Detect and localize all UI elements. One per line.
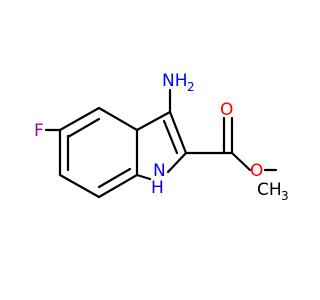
fluorine-label: F xyxy=(34,121,44,141)
ring-n-label: N xyxy=(153,161,166,181)
ring-h-label: H xyxy=(151,178,164,198)
ester-oxygen-label: O xyxy=(250,161,263,181)
molecule-diagram: F NH 2 N H O O CH 3 xyxy=(34,71,289,203)
methyl-subscript: 3 xyxy=(281,189,289,203)
bond-benzene-4-inner xyxy=(97,167,132,189)
bond-benzene-2 xyxy=(97,106,139,132)
amine-n-label: NH xyxy=(162,71,188,91)
structure-canvas: F NH 2 N H O O CH 3 xyxy=(34,71,289,203)
bond-benzene-5 xyxy=(58,173,101,199)
bond-c3a-c3 xyxy=(135,110,172,132)
carbonyl-oxygen-label: O xyxy=(220,100,233,120)
bond-benzene-1-inner xyxy=(66,117,101,139)
bond-n1-c7a xyxy=(135,173,152,181)
amine-subscript: 2 xyxy=(187,80,195,94)
bond-carbonyl-ester-o xyxy=(230,151,252,172)
bond-c3-c2-inner xyxy=(162,119,179,155)
methyl-label: CH xyxy=(257,180,282,200)
bond-c3-c2 xyxy=(168,110,188,155)
bond-benzene-4 xyxy=(97,173,139,199)
bond-c2-n1 xyxy=(166,151,188,174)
bond-benzene-1 xyxy=(58,106,101,132)
